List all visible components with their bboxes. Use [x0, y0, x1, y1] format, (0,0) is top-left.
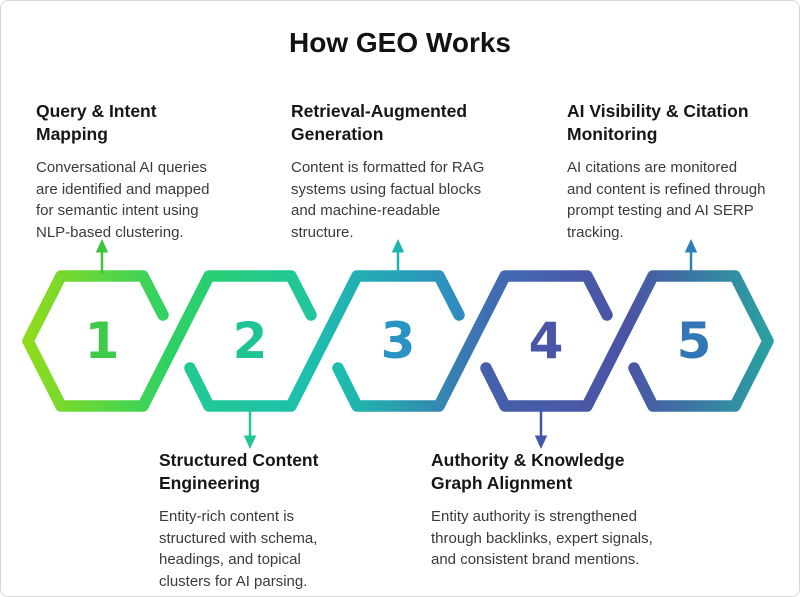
step-body-3: Content is formatted for RAG systems usi… [291, 158, 485, 242]
step-number-1: 1 [84, 312, 120, 370]
up-arrow-icon-step-3 [391, 239, 405, 274]
step-body-2: Entity-rich content is structured with s… [159, 507, 318, 591]
step-block-5: AI Visibility & Citation Monitoring AI c… [567, 100, 799, 244]
step-block-4: Authority & Knowledge Graph Alignment En… [431, 449, 711, 571]
step-heading-4: Authority & Knowledge Graph Alignment [431, 450, 625, 493]
step-heading-5: AI Visibility & Citation Monitoring [567, 101, 749, 144]
hexagon-link-1-2 [22, 270, 317, 412]
page-title: How GEO Works [289, 27, 511, 58]
step-body-5: AI citations are monitored and content i… [567, 158, 766, 242]
hexagon-link-4-5 [480, 270, 774, 412]
hexagon-link-3-4 [332, 270, 613, 412]
down-arrow-icon-step-2 [243, 408, 257, 449]
step-heading-3: Retrieval-Augmented Generation [291, 101, 468, 144]
step-body-4: Entity authority is strengthened through… [431, 507, 653, 569]
down-arrow-icon-step-4 [534, 408, 548, 449]
step-number-2: 2 [232, 312, 268, 370]
step-body-1: Conversational AI queries are identified… [36, 158, 210, 242]
up-arrow-icon-step-1 [95, 239, 109, 274]
hexagon-link-2-3 [184, 270, 465, 412]
connector-arrows [95, 239, 698, 449]
step-heading-2: Structured Content Engineering [159, 450, 319, 493]
step-number-5: 5 [676, 312, 712, 370]
step-heading-1: Query & Intent Mapping [36, 101, 157, 144]
step-block-3: Retrieval-Augmented Generation Content i… [291, 100, 541, 244]
step-block-2: Structured Content Engineering Entity-ri… [159, 449, 379, 593]
step-number-4: 4 [528, 312, 564, 370]
up-arrow-icon-step-5 [684, 239, 698, 274]
step-number-3: 3 [380, 312, 416, 370]
step-block-1: Query & Intent Mapping Conversational AI… [36, 100, 266, 244]
